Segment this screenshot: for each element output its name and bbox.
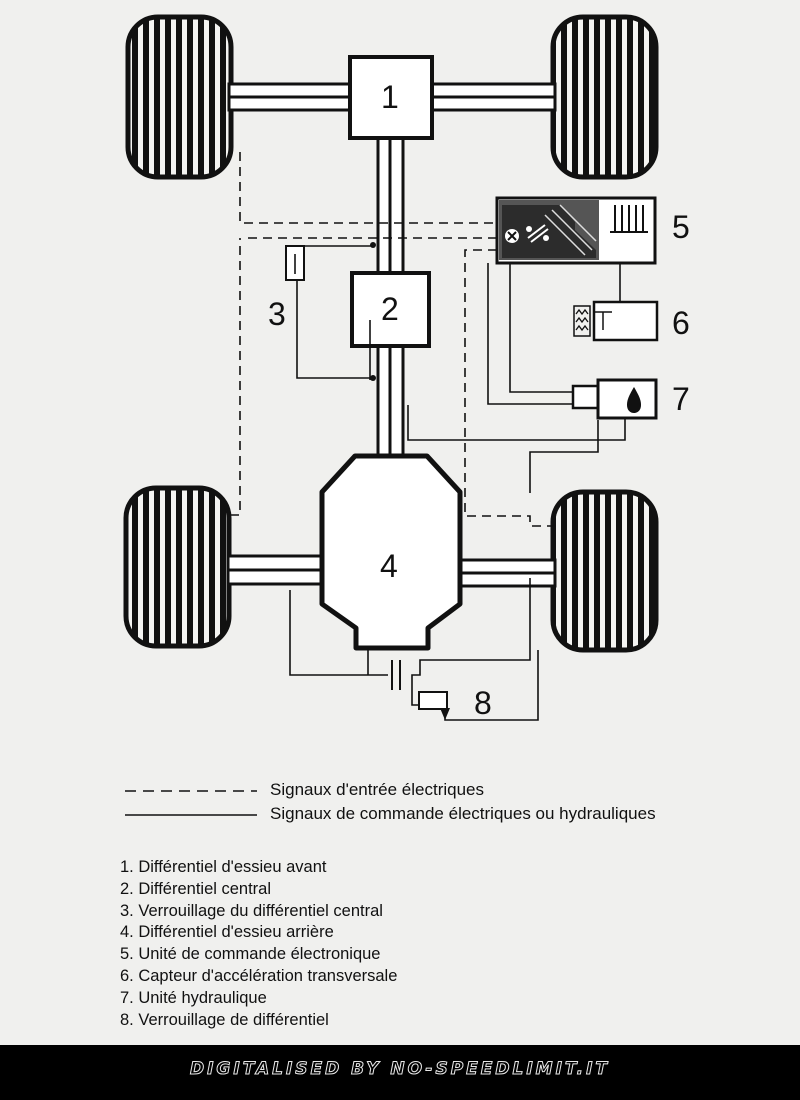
list-item: 6. Capteur d'accélération transversale	[120, 966, 398, 985]
oil-drop-icon	[627, 387, 641, 413]
list-item: 2. Différentiel central	[120, 879, 272, 898]
rear-right-wheel	[550, 489, 659, 653]
label-3: 3	[268, 296, 286, 332]
front-right-wheel	[550, 14, 659, 180]
list-item: 5. Unité de commande électronique	[120, 945, 381, 964]
label-6: 6	[672, 305, 690, 341]
component-list: 1. Différentiel d'essieu avant 2. Différ…	[120, 857, 397, 1031]
front-left-wheel	[125, 14, 234, 180]
list-item: 8. Verrouillage de différentiel	[120, 1010, 329, 1029]
label-4: 4	[380, 548, 398, 584]
hydraulic-unit	[571, 378, 658, 420]
list-item: 3. Verrouillage du différentiel central	[120, 901, 383, 920]
label-5: 5	[672, 209, 690, 245]
input-signal-lines	[230, 152, 556, 527]
control-signal-lines	[289, 242, 626, 721]
front-axle	[227, 82, 557, 112]
label-2: 2	[381, 291, 399, 327]
label-1: 1	[381, 79, 399, 115]
electronic-control-unit	[495, 196, 657, 265]
drivetrain-diagram: 1 2 3 4 5 6 7 8	[123, 14, 690, 816]
acceleration-sensor	[573, 300, 659, 342]
rear-left-wheel	[123, 485, 232, 649]
list-item: 1. Différentiel d'essieu avant	[120, 858, 327, 876]
legend-input-label: Signaux d'entrée électriques	[270, 780, 484, 799]
list-item: 7. Unité hydraulique	[120, 988, 267, 1007]
footer-watermark: DIGITALISED BY NO-SPEEDLIMIT.IT	[189, 1059, 611, 1080]
document-page: 1 2 3 4 5 6 7 8 Signaux d'entrée électri…	[0, 0, 800, 1045]
central-differential	[350, 271, 431, 348]
legend-control-label: Signaux de commande électriques ou hydra…	[270, 804, 656, 823]
rear-differential	[319, 453, 463, 651]
central-diff-lock	[285, 245, 373, 281]
list-item: 4. Différentiel d'essieu arrière	[120, 923, 334, 942]
front-differential	[348, 55, 434, 140]
rear-axle	[226, 554, 557, 588]
propshaft	[376, 136, 405, 460]
differential-lock	[418, 691, 448, 710]
label-7: 7	[672, 381, 690, 417]
footer-banner: DIGITALISED BY NO-SPEEDLIMIT.IT	[0, 1045, 800, 1100]
label-8: 8	[474, 685, 492, 721]
